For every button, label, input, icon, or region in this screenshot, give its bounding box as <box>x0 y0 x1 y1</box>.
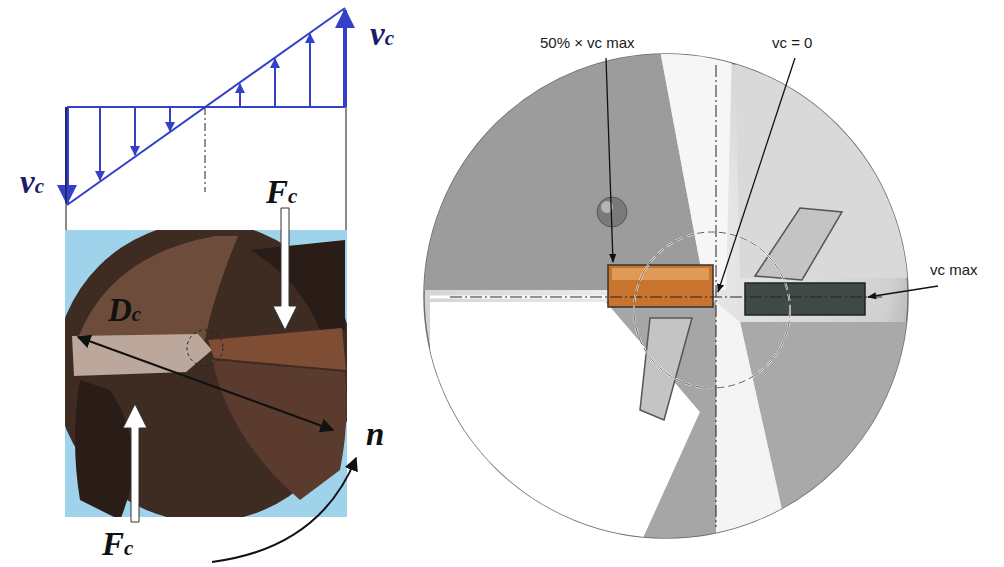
flute-region <box>716 302 790 545</box>
callout-label: vc = 0 <box>772 35 812 50</box>
cutting-lip <box>72 334 212 376</box>
diameter-arrow <box>78 337 333 430</box>
velocity-arrow <box>239 84 241 107</box>
force-label: Fc <box>266 176 297 209</box>
velocity-arrow <box>274 59 276 107</box>
drill-photo <box>65 230 347 517</box>
velocity-line <box>67 8 345 205</box>
peripheral-insert <box>745 283 865 315</box>
body-region <box>606 302 716 545</box>
leader-line <box>718 58 795 292</box>
body-region <box>420 50 705 290</box>
chisel-circle <box>187 330 223 366</box>
flute-region <box>660 50 732 290</box>
center-insert <box>608 265 713 307</box>
rotation-arrow <box>212 458 356 562</box>
drill-land <box>78 236 238 340</box>
velocity-arrow <box>134 107 136 155</box>
center-line <box>450 297 882 298</box>
drill-face <box>420 50 912 545</box>
velocity-arrow <box>169 107 171 131</box>
leader-line <box>868 286 938 297</box>
drill-land <box>212 360 347 500</box>
velocity-arrow <box>343 10 347 107</box>
center-zone-circle <box>634 232 790 388</box>
center-zone-circle <box>634 232 790 388</box>
drill-flute <box>250 240 345 330</box>
cutting-lip <box>208 328 346 370</box>
insert-seat <box>755 208 842 280</box>
velocity-label: vc <box>20 166 44 199</box>
velocity-arrow <box>309 34 311 107</box>
diameter-label: Dc <box>108 294 141 327</box>
velocity-arrow <box>99 107 101 180</box>
velocity-label: vc <box>370 18 394 51</box>
callout-label: 50% × vc max <box>540 35 635 50</box>
center-line <box>205 107 206 192</box>
insert-face <box>612 268 709 280</box>
leader-line <box>606 58 613 262</box>
force-arrow <box>123 404 147 522</box>
insert-seat <box>640 318 692 420</box>
face-regions <box>420 50 912 545</box>
callout-label: vc max <box>930 262 978 277</box>
rotation-label: n <box>366 418 384 451</box>
velocity-distribution <box>66 8 346 350</box>
force-arrow <box>273 208 297 330</box>
drill-body <box>65 230 347 517</box>
drill-flute <box>75 380 133 517</box>
center-line <box>716 65 717 527</box>
force-label: Fc <box>102 528 133 561</box>
